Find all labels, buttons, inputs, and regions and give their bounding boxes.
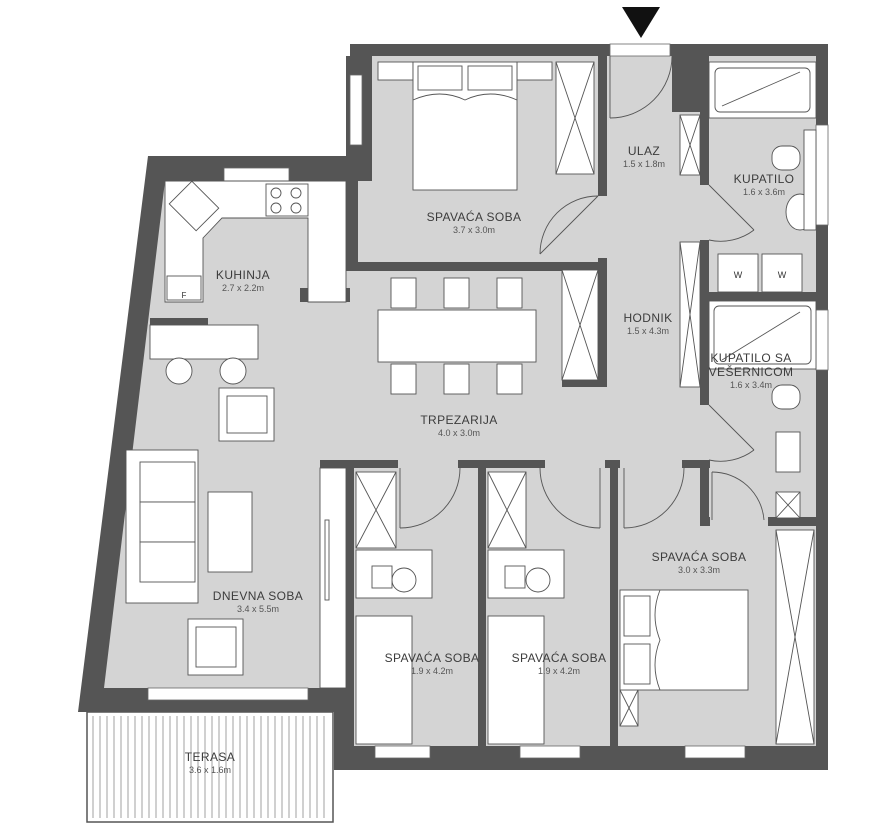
room-label-kuhinja: KUHINJA 2.7 x 2.2m — [215, 268, 271, 293]
windows — [147, 43, 829, 759]
room-name: SPAVAĆA SOBA — [511, 651, 607, 665]
room-name: TERASA — [184, 750, 236, 764]
room-dims: 1.9 x 4.2m — [537, 665, 581, 676]
bathroom-fixtures — [708, 61, 817, 519]
room-dims: 1.6 x 3.6m — [742, 186, 786, 197]
fridge-mark: F — [182, 291, 187, 300]
room-dims: 3.6 x 1.6m — [188, 764, 232, 775]
entrance-arrow — [622, 7, 660, 38]
room-dims: 1.5 x 1.8m — [622, 158, 666, 169]
room-label-kupatilo: KUPATILO 1.6 x 3.6m — [733, 172, 795, 197]
room-label-spavaca-soba-2: SPAVAĆA SOBA 3.0 x 3.3m — [651, 550, 747, 575]
room-dims: 3.7 x 3.0m — [452, 224, 496, 235]
room-dims: 1.9 x 4.2m — [410, 665, 454, 676]
room-name: SPAVAĆA SOBA — [426, 210, 522, 224]
washer-mark: W — [734, 270, 743, 280]
door-swings — [399, 55, 765, 529]
room-label-hodnik: HODNIK 1.5 x 4.3m — [623, 311, 673, 336]
room-dims: 1.5 x 4.3m — [626, 325, 670, 336]
terrace — [86, 711, 334, 823]
room-name: DNEVNA SOBA — [212, 589, 304, 603]
door-openings — [398, 185, 768, 526]
room-label-dnevna-soba: DNEVNA SOBA 3.4 x 5.5m — [212, 589, 304, 614]
room-label-spavaca-soba-3: SPAVAĆA SOBA 1.9 x 4.2m — [384, 651, 480, 676]
dining-table — [377, 277, 537, 395]
dryer-mark: W — [778, 270, 787, 280]
room-name: HODNIK — [623, 311, 673, 325]
floor-area — [104, 56, 816, 746]
room-label-spavaca-soba-1: SPAVAĆA SOBA 3.7 x 3.0m — [426, 210, 522, 235]
double-bed-1 — [377, 61, 553, 191]
single-bed-4 — [487, 549, 565, 745]
room-name: KUPATILO — [733, 172, 795, 186]
wardrobes — [355, 61, 815, 745]
kitchen-counter — [164, 180, 347, 303]
double-bed-2 — [619, 589, 749, 691]
room-label-ulaz: ULAZ 1.5 x 1.8m — [622, 144, 666, 169]
room-dims: 4.0 x 3.0m — [437, 427, 481, 438]
room-name: SPAVAĆA SOBA — [651, 550, 747, 564]
room-dims: 3.0 x 3.3m — [677, 564, 721, 575]
kitchen-island — [149, 324, 259, 385]
room-name: ULAZ — [627, 144, 661, 158]
room-name: SPAVAĆA SOBA — [384, 651, 480, 665]
room-dims: 3.4 x 5.5m — [236, 603, 280, 614]
room-name: KUHINJA — [215, 268, 271, 282]
room-dims: 2.7 x 2.2m — [221, 282, 265, 293]
room-name: TRPEZARIJA — [420, 413, 498, 427]
room-label-trpezarija: TRPEZARIJA 4.0 x 3.0m — [420, 413, 498, 438]
room-label-kupatilo-sa-vesernicom: KUPATILO SA VEŠERNICOM 1.6 x 3.4m — [703, 351, 799, 390]
room-name: KUPATILO SA VEŠERNICOM — [708, 351, 794, 379]
room-dims: 1.6 x 3.4m — [729, 379, 773, 390]
room-label-terasa: TERASA 3.6 x 1.6m — [184, 750, 236, 775]
room-label-spavaca-soba-4: SPAVAĆA SOBA 1.9 x 4.2m — [511, 651, 607, 676]
single-bed-3 — [355, 549, 433, 745]
living-furniture — [125, 387, 347, 689]
